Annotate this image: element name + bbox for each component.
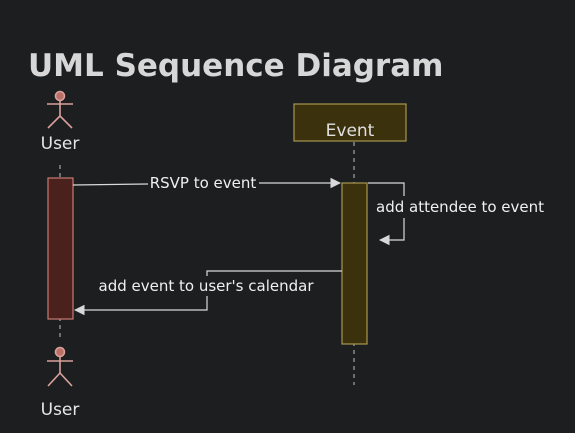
- message-add-event-label: add event to user's calendar: [99, 277, 315, 295]
- message-add-attendee-label: add attendee to event: [376, 198, 544, 216]
- diagram-title: UML Sequence Diagram: [28, 48, 444, 84]
- user-activation-bar: [47, 177, 74, 320]
- message-add-event-label-bg: [98, 276, 314, 296]
- user-actor-bottom-icon: [47, 346, 73, 387]
- event-activation-bar: [341, 182, 368, 345]
- user-actor-bottom-label: User: [41, 400, 80, 420]
- message-rsvp-label: RSVP to event: [150, 174, 257, 192]
- event-object-box: [293, 103, 407, 142]
- user-actor-top-icon: [47, 90, 73, 129]
- event-object-label: Event: [326, 121, 375, 141]
- message-add-attendee-label-bg: [374, 196, 544, 218]
- message-rsvp-arrow: [72, 177, 342, 189]
- user-actor-top-label: User: [41, 134, 80, 154]
